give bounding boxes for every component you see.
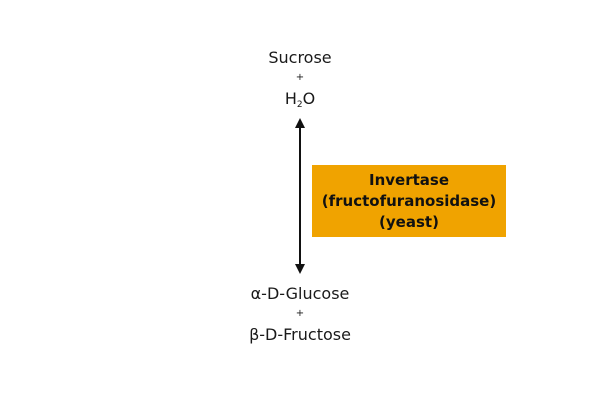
enzyme-name: Invertase <box>368 170 449 189</box>
water-label: H2O <box>200 89 400 110</box>
enzyme-alt-name: (fructofuranosidase) <box>321 191 497 210</box>
water-h: H <box>284 89 297 108</box>
enzyme-box: Invertase (fructofuranosidase) (yeast) <box>312 165 506 237</box>
glucose-label: α-D-Glucose <box>250 284 350 303</box>
water-o: O <box>302 89 316 108</box>
substrate-label: Sucrose <box>268 48 332 67</box>
arrow-head-up <box>295 118 305 128</box>
reactants-group: Sucrose + H2O <box>200 48 400 110</box>
products-group: α-D-Glucose + β-D-Fructose <box>200 284 400 345</box>
reversible-reaction-arrow <box>295 118 305 274</box>
water-subscript: 2 <box>296 100 303 110</box>
reactants-plus-sign: + <box>295 72 305 83</box>
enzyme-source: (yeast) <box>379 212 439 231</box>
fructose-label: β-D-Fructose <box>249 325 351 344</box>
arrow-head-down <box>295 264 305 274</box>
products-plus-sign: + <box>295 308 305 319</box>
